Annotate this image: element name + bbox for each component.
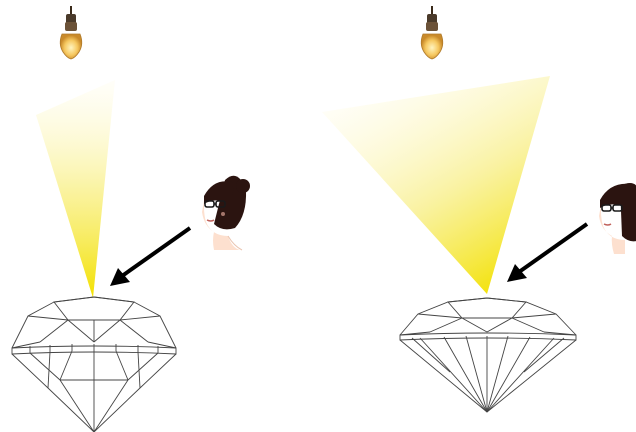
left-diamond-icon <box>11 296 177 432</box>
right-light-bulb-icon <box>420 6 444 60</box>
right-light-beam <box>322 76 550 294</box>
left-light-beam <box>36 80 115 298</box>
left-light-bulb-icon <box>59 6 83 60</box>
left-viewer-face-icon <box>202 175 250 251</box>
right-scene <box>322 6 636 413</box>
right-arrow-icon <box>507 222 589 282</box>
left-scene <box>11 6 250 432</box>
left-arrow-icon <box>110 226 192 286</box>
right-viewer-face-icon <box>599 183 636 254</box>
right-diamond-icon <box>399 297 577 413</box>
